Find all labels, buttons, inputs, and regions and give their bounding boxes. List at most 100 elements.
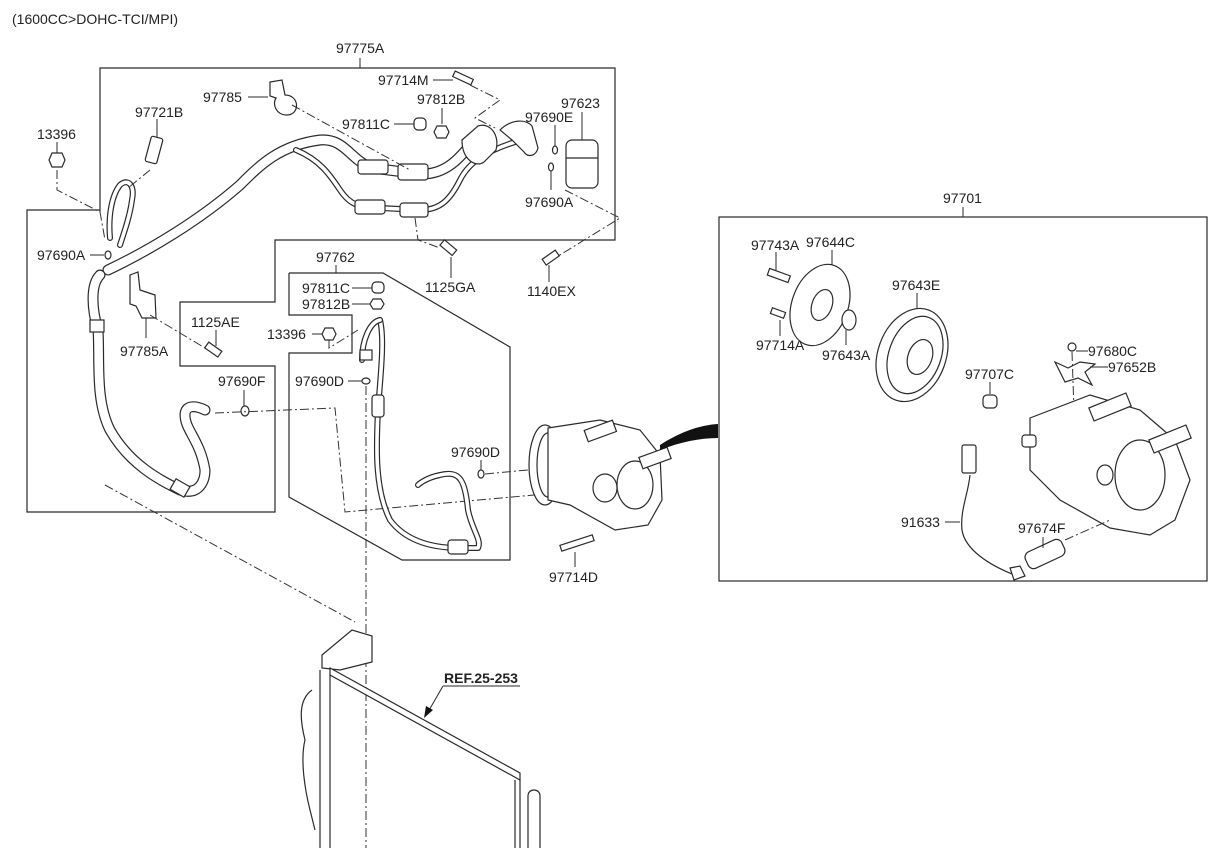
label-97721B[interactable]: 97721B bbox=[135, 104, 183, 120]
assembly-line bbox=[56, 170, 106, 241]
label-97690E[interactable]: 97690E bbox=[525, 109, 573, 125]
label-13396-mid[interactable]: 13396 bbox=[267, 326, 306, 342]
part-97812B-top[interactable]: 97812B bbox=[417, 91, 465, 139]
part-97652B[interactable]: 97652B bbox=[1053, 359, 1156, 387]
label-97674F[interactable]: 97674F bbox=[1018, 520, 1065, 536]
label-97690A-right[interactable]: 97690A bbox=[525, 194, 574, 210]
pulley-rim bbox=[886, 315, 944, 395]
block-fitting[interactable] bbox=[461, 120, 539, 165]
label-97707C[interactable]: 97707C bbox=[965, 366, 1014, 382]
hose-assembly-group: 97775A bbox=[26, 40, 616, 513]
o-ring-icon bbox=[551, 145, 559, 155]
part-97623[interactable]: 97623 bbox=[561, 95, 600, 189]
nut-icon bbox=[433, 125, 450, 139]
label-97643A[interactable]: 97643A bbox=[822, 347, 871, 363]
bolt-icon bbox=[451, 70, 475, 86]
compressor-main[interactable] bbox=[528, 419, 672, 531]
sensor-icon bbox=[1024, 538, 1066, 570]
part-91633[interactable]: 91633 bbox=[901, 444, 1026, 581]
part-97674F[interactable]: 97674F bbox=[1018, 520, 1067, 571]
o-ring-icon bbox=[104, 250, 112, 260]
compressor-exploded[interactable] bbox=[1021, 392, 1192, 536]
part-97644C[interactable]: 97644C bbox=[779, 234, 860, 354]
pipe-ferrule bbox=[399, 202, 429, 218]
part-97714A[interactable]: 97714A bbox=[756, 307, 805, 353]
label-1140EX[interactable]: 1140EX bbox=[527, 283, 576, 299]
part-97707C[interactable]: 97707C bbox=[965, 366, 1014, 409]
label-97811C-top[interactable]: 97811C bbox=[342, 116, 390, 132]
condenser[interactable] bbox=[104, 484, 541, 848]
label-97812B-mid[interactable]: 97812B bbox=[302, 296, 350, 312]
snap-ring-icon bbox=[841, 309, 857, 331]
part-97785A[interactable]: 97785A bbox=[120, 271, 169, 359]
part-97811C-top[interactable]: 97811C bbox=[342, 116, 427, 132]
pipe-ferrule bbox=[397, 163, 429, 181]
part-13396-top[interactable]: 13396 bbox=[37, 126, 76, 168]
label-1125AE[interactable]: 1125AE bbox=[191, 314, 240, 330]
part-13396-mid[interactable]: 13396 bbox=[267, 326, 359, 349]
part-1140EX[interactable]: 1140EX bbox=[527, 249, 576, 299]
ref-callout[interactable]: REF.25-253 bbox=[424, 670, 520, 718]
label-97714A[interactable]: 97714A bbox=[756, 337, 805, 353]
part-97714D[interactable]: 97714D bbox=[549, 534, 598, 585]
part-97811C-mid[interactable]: 97811C bbox=[302, 280, 385, 296]
part-97714M[interactable]: 97714M bbox=[378, 70, 475, 88]
label-91633[interactable]: 91633 bbox=[901, 514, 940, 530]
label-97714M[interactable]: 97714M bbox=[378, 72, 429, 88]
tube-bracket bbox=[359, 349, 373, 361]
part-1125GA[interactable]: 1125GA bbox=[414, 217, 476, 295]
part-97690D-upper[interactable]: 97690D bbox=[295, 373, 371, 389]
part-97643E[interactable]: 97643E bbox=[864, 277, 961, 412]
label-97680C[interactable]: 97680C bbox=[1088, 343, 1137, 359]
part-97690D-lower[interactable]: 97690D bbox=[451, 444, 500, 479]
label-97690D-upper[interactable]: 97690D bbox=[295, 373, 344, 389]
bolt-icon bbox=[439, 238, 458, 257]
label-97652B[interactable]: 97652B bbox=[1108, 359, 1156, 375]
compressor-port bbox=[1096, 464, 1114, 486]
part-97812B-mid[interactable]: 97812B bbox=[302, 296, 385, 312]
nut-icon bbox=[48, 152, 66, 168]
part-97680C[interactable]: 97680C bbox=[1067, 342, 1137, 359]
part-97690E[interactable]: 97690E bbox=[525, 109, 573, 155]
part-97785[interactable]: 97785 bbox=[203, 79, 298, 116]
ref-label[interactable]: REF.25-253 bbox=[444, 670, 518, 686]
hose-assembly-label[interactable]: 97775A bbox=[336, 40, 385, 56]
label-97743A[interactable]: 97743A bbox=[751, 237, 800, 253]
liquid-tube-label[interactable]: 97762 bbox=[316, 249, 355, 265]
label-97690F[interactable]: 97690F bbox=[218, 373, 265, 389]
part-1125AE[interactable]: 1125AE bbox=[191, 314, 240, 358]
label-97644C[interactable]: 97644C bbox=[806, 234, 855, 250]
part-97643A[interactable]: 97643A bbox=[822, 309, 871, 363]
compressor-assembly-label[interactable]: 97701 bbox=[943, 190, 982, 206]
cap-icon bbox=[371, 281, 385, 294]
hose-assembly-outline bbox=[26, 67, 616, 513]
label-97690A-left[interactable]: 97690A bbox=[37, 247, 86, 263]
condenser-pipe bbox=[300, 689, 316, 831]
label-1125GA[interactable]: 1125GA bbox=[425, 279, 476, 295]
pressure-switch-pipe[interactable] bbox=[106, 179, 136, 248]
part-97743A[interactable]: 97743A bbox=[751, 237, 800, 284]
bolt-icon bbox=[766, 267, 792, 284]
o-ring-icon bbox=[361, 377, 371, 385]
label-97812B-top[interactable]: 97812B bbox=[417, 91, 465, 107]
nut-icon bbox=[321, 327, 337, 341]
label-97785A[interactable]: 97785A bbox=[120, 343, 169, 359]
label-97643E[interactable]: 97643E bbox=[892, 277, 940, 293]
nut-icon bbox=[369, 298, 385, 310]
label-97714D[interactable]: 97714D bbox=[549, 569, 598, 585]
label-97623[interactable]: 97623 bbox=[561, 95, 600, 111]
part-97721B[interactable]: 97721B bbox=[135, 104, 183, 165]
part-97690A-left[interactable]: 97690A bbox=[37, 247, 112, 263]
label-13396-top[interactable]: 13396 bbox=[37, 126, 76, 142]
part-97690A-right[interactable]: 97690A bbox=[525, 162, 574, 210]
assembly-line bbox=[104, 484, 356, 623]
label-97785[interactable]: 97785 bbox=[203, 89, 242, 105]
suction-hose[interactable] bbox=[87, 126, 486, 499]
label-97690D-lower[interactable]: 97690D bbox=[451, 444, 500, 460]
condenser-receiver bbox=[527, 789, 541, 848]
label-97811C-mid[interactable]: 97811C bbox=[302, 280, 350, 296]
screw-icon bbox=[1067, 342, 1077, 352]
liquid-tube[interactable] bbox=[359, 317, 482, 555]
part-97690F[interactable]: 97690F bbox=[218, 373, 265, 417]
